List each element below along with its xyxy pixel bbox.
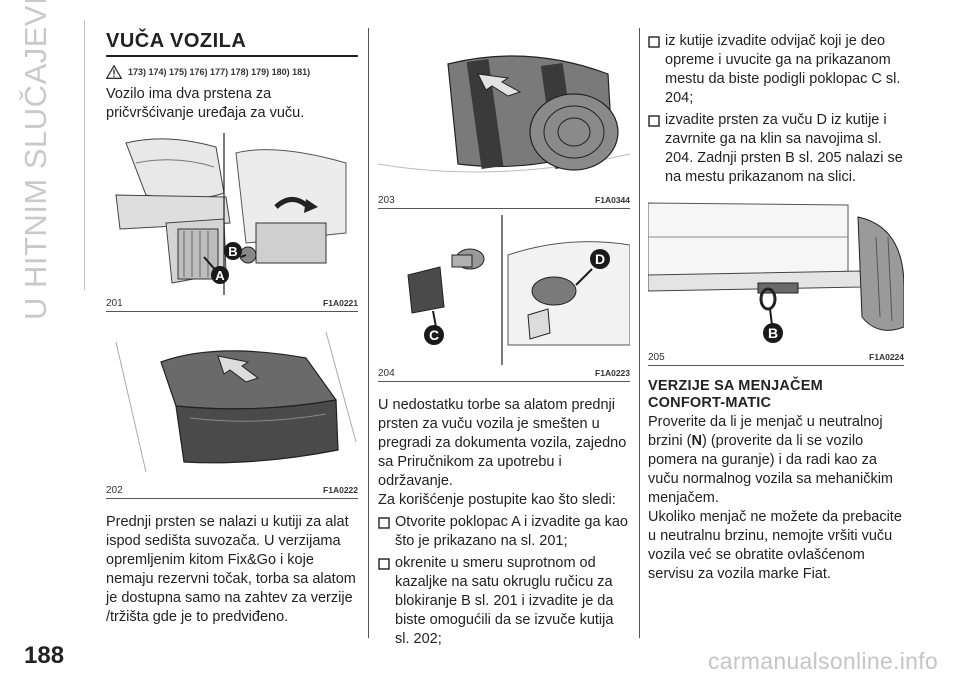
checkbox-bullet-icon [378,558,390,570]
para-a-post: ) (proverite da li se vozilo pomera na g… [648,433,893,506]
figure-code: F1A0224 [869,352,904,362]
side-rule [84,20,85,290]
figure-203-caption: 203 F1A0344 [378,195,630,209]
checkbox-bullet-icon [648,36,660,48]
figure-code: F1A0344 [595,195,630,205]
section-side-title: U HITNIM SLUČAJEVIMA [18,0,53,320]
list-item-text: Otvorite poklopac A i izvadite ga kao št… [395,514,628,549]
figure-code: F1A0222 [323,485,358,495]
figure-number: 204 [378,368,395,379]
column-2: 203 F1A0344 C D 204 F1A0223 U nedostatku… [378,34,630,649]
label-b: B [768,325,778,341]
col1-paragraph: Prednji prsten se nalazi u kutiji za ala… [106,514,356,625]
figure-204-caption: 204 F1A0223 [378,368,630,382]
figure-number: 201 [106,298,123,309]
section-title: VUČA VOZILA [106,30,358,57]
subheading-line-1: VERZIJE SA MENJAČEM [648,378,823,394]
label-b: B [228,244,237,259]
list-item: okrenite u smeru suprotnom od kazaljke n… [378,554,630,649]
list-item-text: iz kutije izvadite odvijač koji je deo o… [665,33,901,106]
figure-205-drawing: B [648,197,904,349]
figure-201-caption: 201 F1A0221 [106,298,358,312]
figure-number: 205 [648,352,665,363]
figure-number: 202 [106,485,123,496]
figure-201-drawing: A B [106,133,358,295]
list-item-text: okrenite u smeru suprotnom od kazaljke n… [395,555,614,647]
figure-202-drawing [106,322,358,482]
page-number: 188 [24,642,65,669]
figure-number: 203 [378,195,395,206]
figure-202-caption: 202 F1A0222 [106,485,358,499]
figure-201: A B [106,133,358,295]
figure-205: B [648,197,904,349]
figure-code: F1A0221 [323,298,358,308]
figure-code: F1A0223 [595,368,630,378]
para-a-bold: N [691,433,702,449]
warning-refs-text: 173) 174) 175) 176) 177) 178) 179) 180) … [128,67,311,77]
col3-paragraph-b: Ukoliko menjač ne možete da prebacite u … [648,509,902,582]
figure-204: C D [378,215,630,365]
col3-paragraph-a: Proverite da li je menjač u neutralnoj b… [648,413,904,508]
column-divider-1 [368,28,369,638]
list-item: iz kutije izvadite odvijač koji je deo o… [648,32,904,108]
column-3: iz kutije izvadite odvijač koji je deo o… [648,32,904,584]
label-d: D [595,251,605,267]
para-a-pre: Proverite da li je menjač u neutralnoj b… [648,414,883,449]
subheading: VERZIJE SA MENJAČEM CONFORT-MATIC [648,378,904,412]
figure-204-drawing: C D [378,215,630,365]
figure-203 [378,34,630,192]
list-item-text: izvadite prsten za vuču D iz kutije i za… [665,112,903,185]
figure-202 [106,322,358,482]
list-item: Otvorite poklopac A i izvadite ga kao št… [378,513,630,551]
col2-paragraph-2: Za korišćenje postupite kao što sledi: [378,492,616,508]
label-c: C [429,327,439,343]
checkbox-bullet-icon [648,115,660,127]
column-1: VUČA VOZILA 173) 174) 175) 176) 177) 178… [106,30,358,627]
figure-203-drawing [378,34,630,192]
intro-text: Vozilo ima dva prstena za pričvršćivanje… [106,86,305,121]
figure-205-caption: 205 F1A0224 [648,352,904,366]
checkbox-bullet-icon [378,517,390,529]
warning-triangle-icon [106,65,122,79]
list-item: izvadite prsten za vuču D iz kutije i za… [648,111,904,187]
subheading-line-2: CONFORT-MATIC [648,395,772,411]
col2-paragraph-1: U nedostatku torbe sa alatom prednji prs… [378,397,627,489]
column-divider-2 [639,28,640,638]
warning-refs: 173) 174) 175) 176) 177) 178) 179) 180) … [106,65,358,79]
label-a: A [215,268,225,283]
watermark: carmanualsonline.info [707,648,938,674]
